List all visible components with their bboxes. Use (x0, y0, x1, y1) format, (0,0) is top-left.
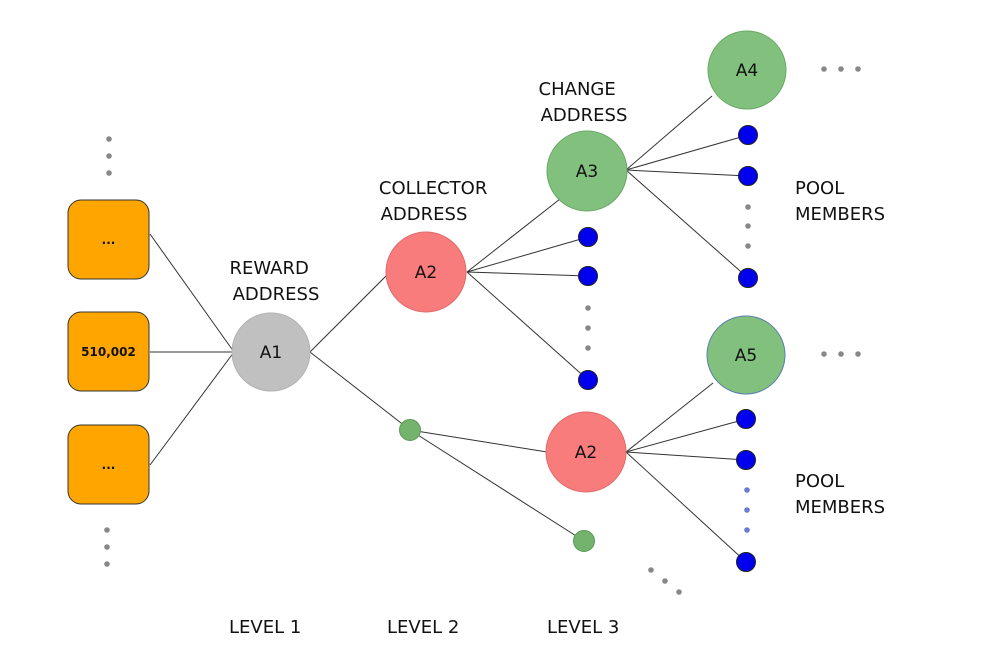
member-node (736, 552, 756, 572)
ellipsis-dot-a4-right (838, 66, 844, 72)
member-node (578, 227, 598, 247)
reward-address-label-line: ADDRESS (233, 284, 320, 305)
edge-block-bot-a1 (149, 351, 235, 466)
pool-members-label-line: MEMBERS (795, 497, 885, 518)
block-top (67, 199, 150, 280)
change-address-node (546, 130, 628, 212)
pool-members-label-bottom: POOL MEMBERS (795, 471, 885, 518)
block-middle (67, 311, 150, 392)
ellipsis-dot-blocks-bottom (104, 561, 110, 567)
member-node (738, 268, 758, 288)
ellipsis-dot-a5-right (855, 351, 861, 357)
change-address-label-line: CHANGE (539, 79, 616, 100)
collector-node-label: A2 (415, 263, 437, 283)
edge-a3-member2 (625, 169, 749, 177)
member-node (738, 166, 758, 186)
pool-member-nodes (578, 125, 758, 572)
edge-block-top-a1 (149, 233, 235, 353)
change-address-label-line: ADDRESS (541, 105, 628, 126)
ellipsis-dot-a4-right (855, 66, 861, 72)
edge-a2bottom-member3 (625, 451, 747, 563)
ellipsis-dot-blocks-bottom (104, 544, 110, 550)
reward-address-node (231, 312, 311, 392)
block-top-label: ... (102, 233, 116, 247)
edge-a2top-member1 (466, 236, 589, 273)
small-address-node (573, 530, 595, 552)
edge-a2bottom-member1 (625, 418, 747, 453)
blocks: ... 510,002 ... (67, 199, 150, 505)
pool-members-label-top: POOL MEMBERS (795, 178, 885, 225)
small-address-node (399, 419, 421, 441)
member-node (738, 125, 758, 145)
collector-address-label: COLLECTOR ADDRESS (379, 178, 493, 225)
edge-a2top-a3 (466, 198, 561, 273)
reward-node-label: A1 (260, 343, 282, 363)
ellipsis-dot-pool-bottom (744, 507, 750, 513)
edge-a2top-member2 (466, 271, 589, 277)
ellipsis-dot-pool-top (745, 223, 751, 229)
block-middle-label: 510,002 (81, 345, 136, 359)
ellipsis-dot-pool-top (745, 243, 751, 249)
member-node (578, 266, 598, 286)
edge-a1-a2top (309, 271, 391, 353)
ellipsis-dot-pool-bottom (744, 487, 750, 493)
ellipsis-dot-a5-right (821, 351, 827, 357)
ellipsis-dot-blocks-bottom (104, 527, 110, 533)
pool-members-label-line: POOL (795, 471, 844, 492)
ellipsis-dot-collector-members (585, 305, 591, 311)
block-bottom (67, 424, 150, 505)
change-address-label: CHANGE ADDRESS (539, 79, 628, 126)
collector-address-node-lower (545, 411, 627, 493)
edges (149, 95, 749, 563)
ellipsis-dot-lower-diagonal (648, 567, 654, 573)
edge-a2bottom-a5 (625, 382, 714, 453)
edge-smallgreen-a2bottom (409, 429, 548, 453)
collector-address-node (385, 231, 467, 313)
ellipsis-dot-lower-diagonal (676, 589, 682, 595)
ellipsis-dot-lower-diagonal (662, 578, 668, 584)
address-node-a5 (706, 315, 786, 395)
edge-a1-smallgreen (309, 351, 411, 431)
edge-a3-member1 (625, 134, 749, 171)
ellipsis-dot-a5-right (838, 351, 844, 357)
member-node (736, 450, 756, 470)
ellipsis-dot-blocks-top (106, 170, 112, 176)
edge-a2top-member3 (466, 271, 589, 381)
pool-members-label-line: POOL (795, 178, 844, 199)
collector-address-label-line: COLLECTOR (379, 178, 487, 199)
address-node-a4 (707, 30, 787, 110)
a4-node-label: A4 (736, 61, 758, 81)
ellipsis-dot-collector-members (585, 345, 591, 351)
ellipsis-dot-collector-members (585, 325, 591, 331)
block-bottom-label: ... (102, 458, 116, 472)
ellipsis-dot-pool-top (745, 204, 751, 210)
lower-collector-node-label: A2 (575, 443, 597, 463)
level-1-label: LEVEL 1 (229, 617, 301, 638)
edge-a3-a4 (625, 95, 713, 171)
member-node (578, 370, 598, 390)
address-nodes: A1 A2 A3 A4 A5 A2 (231, 30, 787, 552)
level-2-label: LEVEL 2 (387, 617, 459, 638)
reward-address-label: REWARD ADDRESS (229, 258, 319, 305)
reward-address-label-line: REWARD (229, 258, 308, 279)
annotation-labels: REWARD ADDRESS COLLECTOR ADDRESS CHANGE … (229, 79, 885, 638)
pool-members-label-line: MEMBERS (795, 204, 885, 225)
ellipsis-dot-blocks-top (106, 136, 112, 142)
a5-node-label: A5 (735, 346, 757, 366)
ellipsis-dots (104, 66, 861, 595)
edge-smallgreen-smallgreen2 (409, 429, 585, 542)
ellipsis-dot-blocks-top (106, 153, 112, 159)
edge-a2bottom-member2 (625, 451, 747, 461)
edge-a3-member3 (625, 169, 749, 279)
ellipsis-dot-a4-right (821, 66, 827, 72)
member-node (736, 409, 756, 429)
ellipsis-dot-pool-bottom (744, 527, 750, 533)
level-3-label: LEVEL 3 (547, 617, 619, 638)
collector-address-label-line: ADDRESS (381, 204, 468, 225)
change-node-label: A3 (576, 162, 598, 182)
